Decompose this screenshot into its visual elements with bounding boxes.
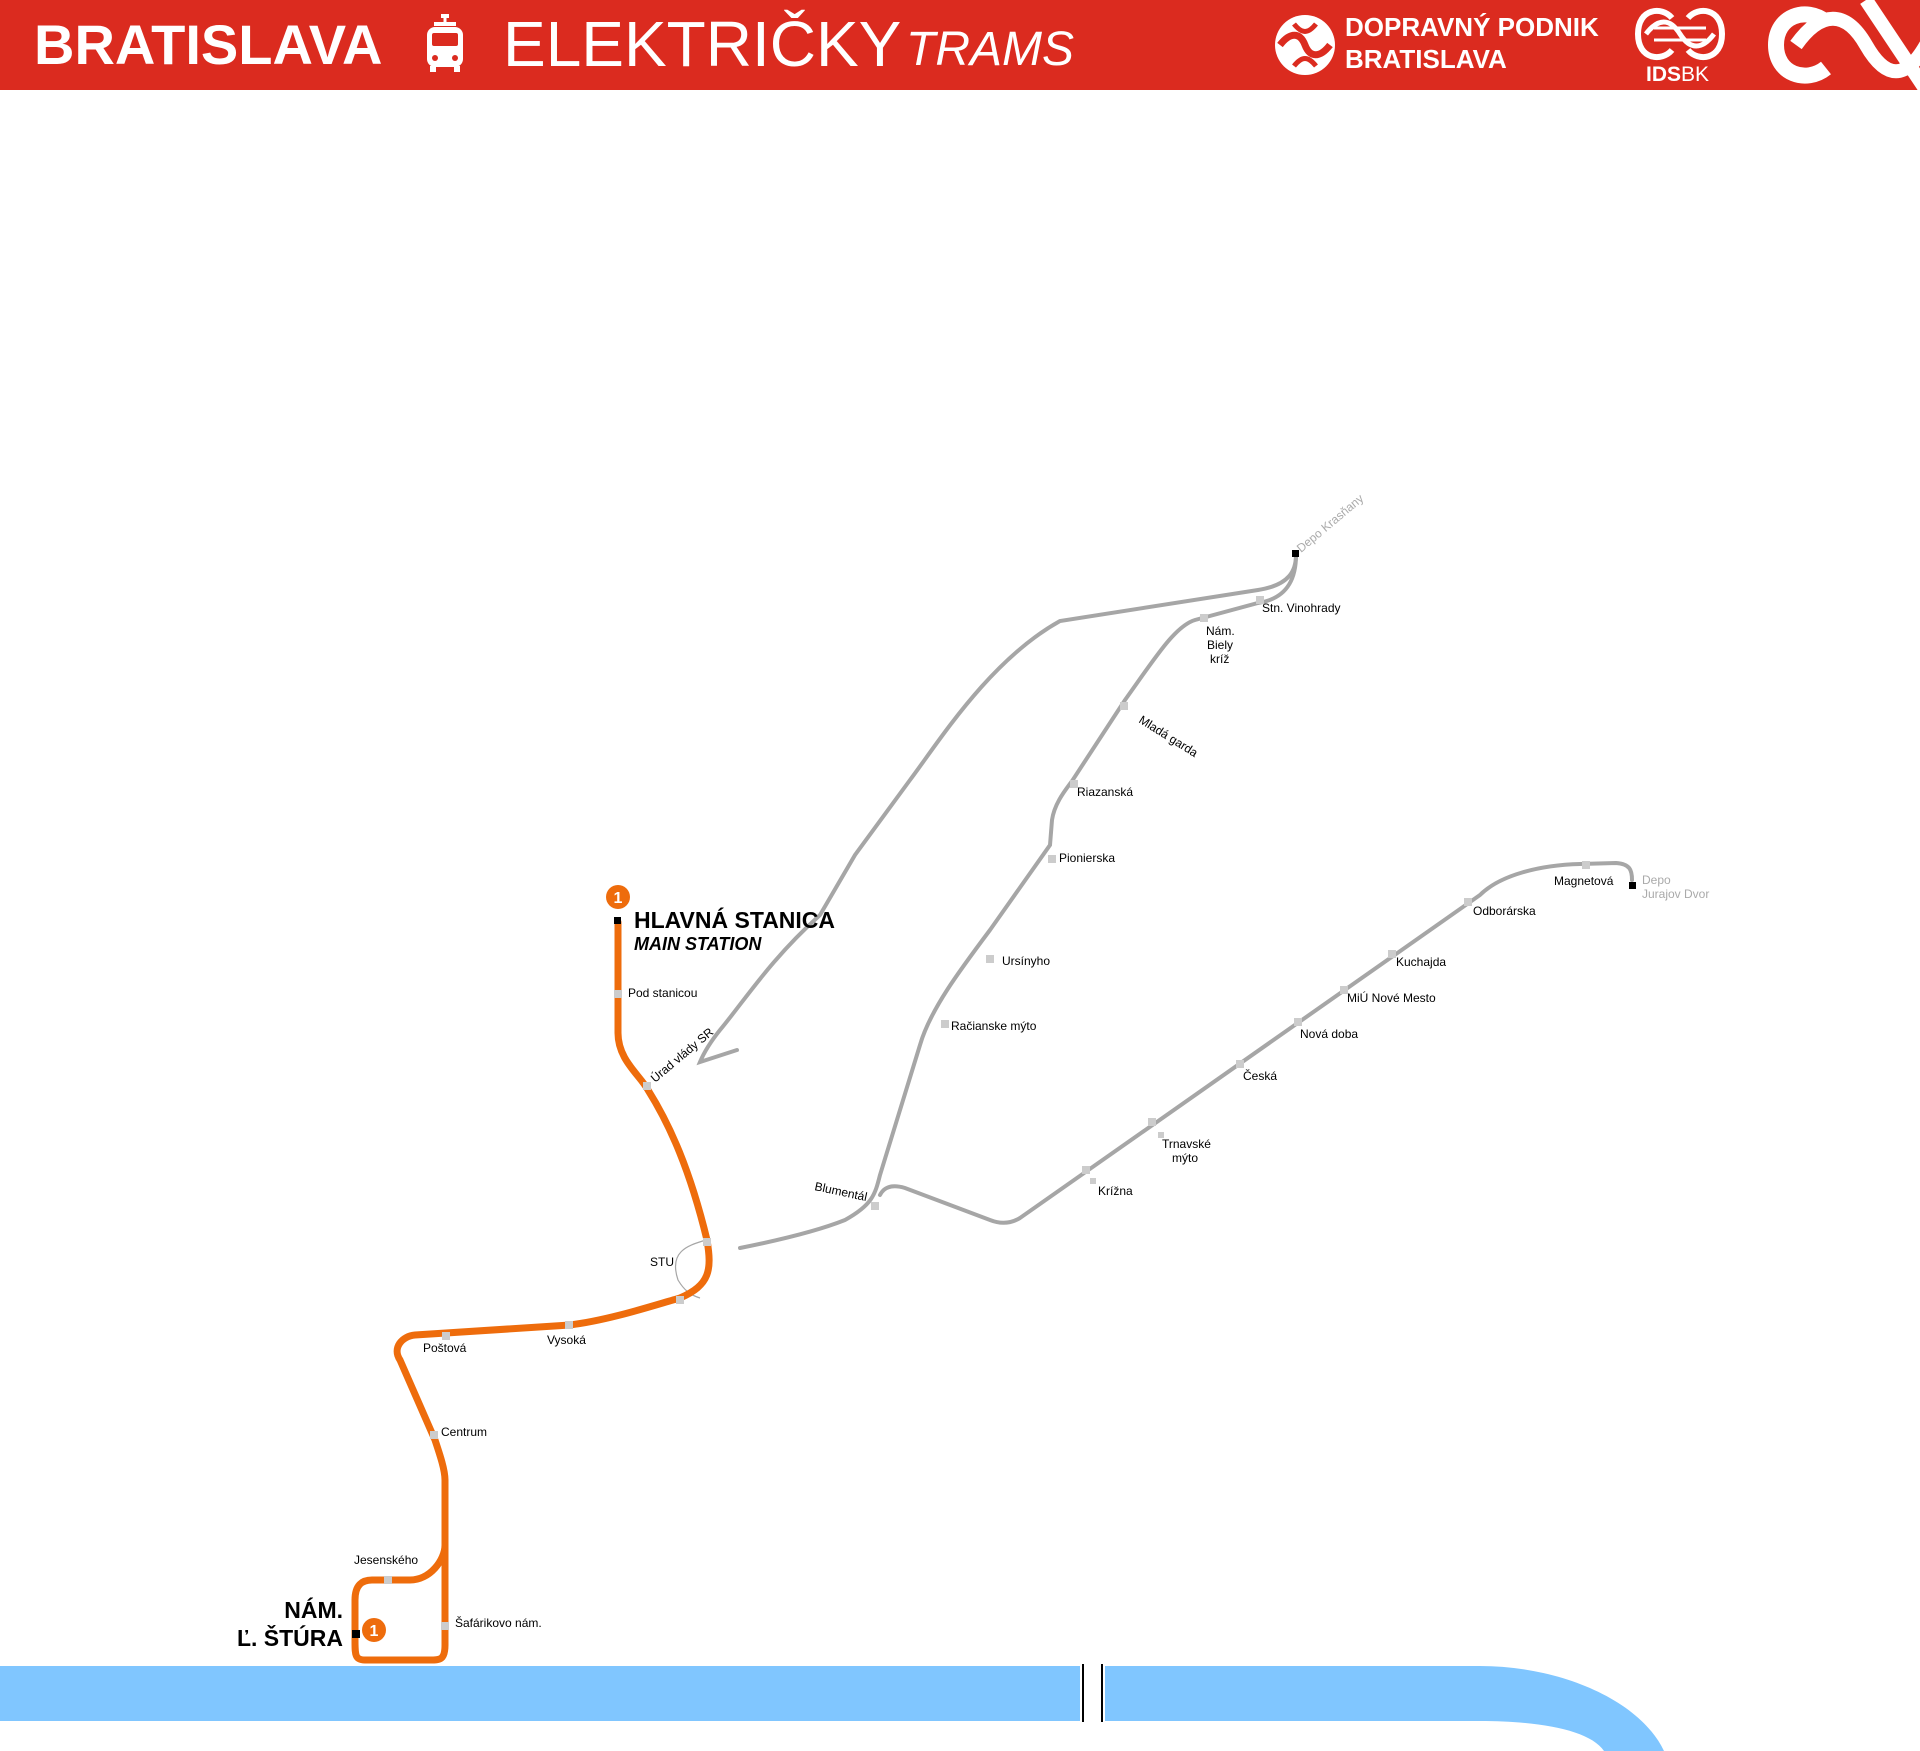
- terminus-south-label-line1: NÁM.: [284, 1596, 343, 1623]
- stop-label-ursinyho: Ursínyho: [1002, 954, 1050, 968]
- network-north-branch: [696, 553, 1298, 1066]
- operator-name-line1: DOPRAVNÝ PODNIK: [1345, 12, 1599, 42]
- stop-label-safarikovo: Šafárikovo nám.: [455, 1615, 542, 1630]
- stop-label-postova: Poštová: [423, 1341, 467, 1355]
- stop-label-kuchajda: Kuchajda: [1396, 955, 1446, 969]
- stop-label-biely-kriz-2: Biely: [1207, 638, 1233, 652]
- stop-label-vysoka: Vysoká: [547, 1333, 586, 1347]
- stop-label-magnetova: Magnetová: [1554, 874, 1614, 888]
- idsbk-label-ids: IDS: [1646, 63, 1682, 86]
- line-1-north-terminus-marker: 1: [606, 885, 630, 924]
- stop-label-riazanska: Riazanská: [1077, 785, 1133, 799]
- stop-label-krizna: Krížna: [1098, 1184, 1133, 1198]
- network-north-branch-main: [738, 553, 1298, 1250]
- stop-label-jesenskeho: Jesenského: [354, 1553, 418, 1567]
- stop-label-racianske-myto: Račianske mýto: [951, 1019, 1037, 1033]
- line-1-number-north: 1: [614, 890, 623, 907]
- stop-label-stu: STU: [650, 1255, 674, 1269]
- terminus-north-label: HLAVNÁ STANICA: [634, 906, 835, 933]
- idsbk-label: IDSBK: [1646, 63, 1709, 87]
- line-1-south-terminus-marker: 1: [362, 1618, 386, 1642]
- depot-label-jurajov-dvor-1: Depo: [1642, 873, 1671, 887]
- depot-label-jurajov-dvor-2: Jurajov Dvor: [1642, 887, 1709, 901]
- stop-label-ceska: Česká: [1243, 1068, 1277, 1083]
- stop-label-pod-stanicou: Pod stanicou: [628, 986, 697, 1000]
- line-1-stop-markers: [352, 990, 711, 1638]
- stop-label-pionierska: Pionierska: [1059, 851, 1115, 865]
- stop-label-miu-nove-mesto: MiÚ Nové Mesto: [1347, 990, 1436, 1005]
- stop-label-biely-kriz-1: Nám.: [1206, 624, 1235, 638]
- line-1-route: [351, 918, 713, 1664]
- stop-label-mlada-garda: Mladá garda: [1136, 713, 1200, 760]
- stop-label-trnavske-myto-1: Trnavské: [1162, 1137, 1211, 1151]
- city-name: BRATISLAVA: [34, 13, 383, 76]
- idsbk-logo-icon: [1634, 8, 1726, 60]
- tram-icon: [427, 14, 463, 72]
- dpb-logo-icon: [1275, 15, 1335, 75]
- stop-label-trnavske-myto-2: mýto: [1172, 1151, 1198, 1165]
- header-subtitle: TRAMS: [906, 23, 1074, 76]
- network-east-branch: [878, 860, 1634, 1225]
- operator-name-line2: BRATISLAVA: [1345, 44, 1507, 74]
- stop-label-urad-vlady: Úrad vlády SR: [647, 1024, 716, 1085]
- stop-label-blumental: Blumentál: [813, 1179, 868, 1204]
- operator-name: DOPRAVNÝ PODNIK BRATISLAVA: [1345, 11, 1599, 75]
- network-stop-markers: [871, 550, 1636, 1210]
- header-title: ELEKTRIČKY: [503, 8, 902, 80]
- stop-label-nova-doba: Nová doba: [1300, 1027, 1358, 1041]
- stop-label-stn-vinohrady: Stn. Vinohrady: [1262, 601, 1341, 615]
- terminus-north-label-en: MAIN STATION: [634, 934, 762, 954]
- stop-label-odborarska: Odborárska: [1473, 904, 1536, 918]
- terminus-south-label-line2: Ľ. ŠTÚRA: [237, 1624, 343, 1651]
- depot-label-krasnany: Depo Krasňany: [1294, 491, 1366, 555]
- line-1-number-south: 1: [370, 1623, 379, 1640]
- idsbk-label-bk: BK: [1681, 63, 1710, 86]
- tram-map: 1 1 HLAVNÁ STANICA MAIN STATION NÁM. Ľ. …: [0, 491, 1709, 1751]
- stop-label-centrum: Centrum: [441, 1425, 487, 1439]
- danube-river: [0, 1664, 1664, 1751]
- stop-label-biely-kriz-3: kríž: [1210, 652, 1229, 666]
- idsbk-corner-logo-icon: [1767, 0, 1920, 90]
- header-bar: BRATISLAVA ELEKTRIČKY TRAMS DOPRAVNÝ POD…: [0, 0, 1920, 90]
